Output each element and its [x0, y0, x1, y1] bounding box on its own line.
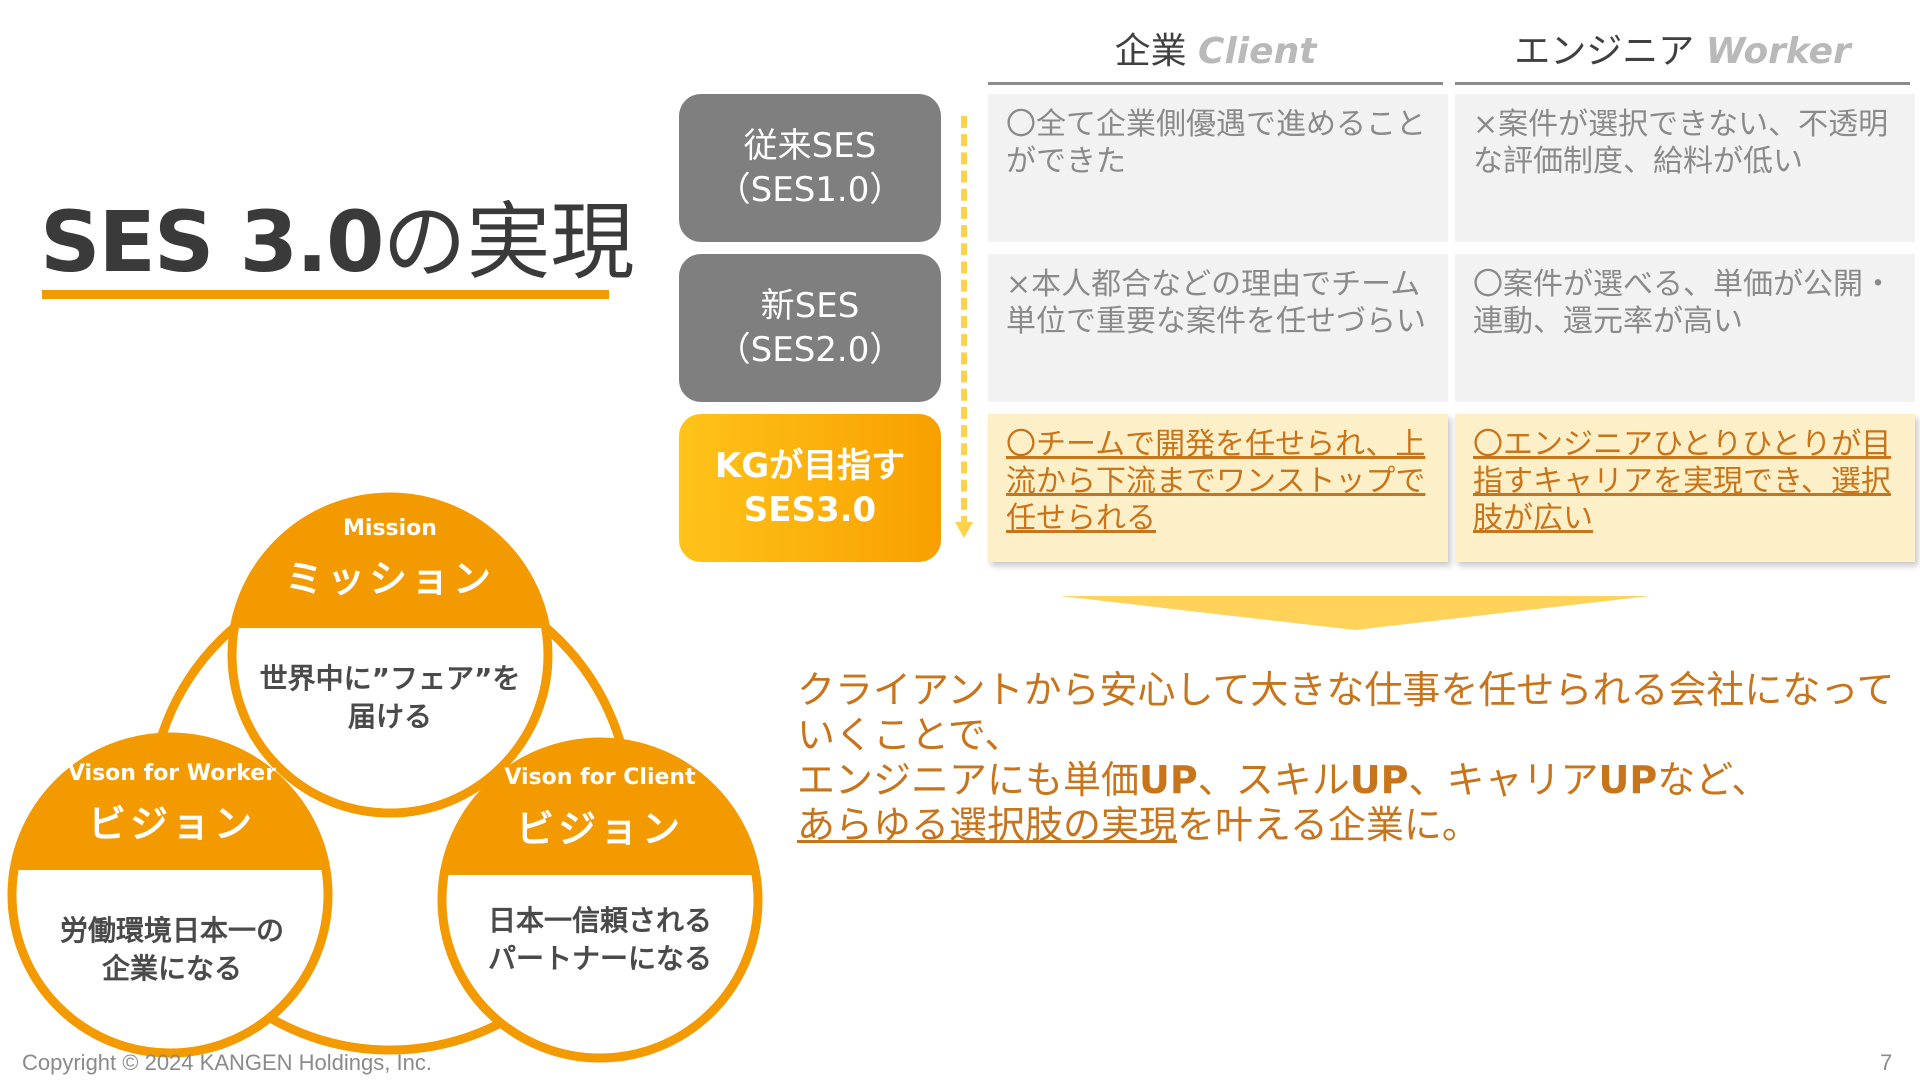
cell-ses3-worker: 〇エンジニアひとりひとりが目指すキャリアを実現でき、選択肢が広い: [1455, 414, 1915, 562]
page-number: 7: [1880, 1050, 1893, 1075]
mission-jp-label: ミッション: [285, 557, 495, 601]
column-divider-worker: [1455, 82, 1910, 85]
vision-client-jp-label: ビジョン: [516, 807, 684, 851]
mission-body-line1: 世界中に”フェア”を: [260, 662, 521, 695]
page-title: SES 3.0の実現: [40, 193, 635, 291]
vision-worker-en-label: Vison for Worker: [68, 761, 276, 786]
title-underline: [42, 290, 609, 299]
cell-ses2-worker: 〇案件が選べる、単価が公開・連動、還元率が高い: [1455, 254, 1915, 402]
mission-body-line2: 届ける: [348, 700, 432, 733]
arrow-down-icon: [955, 522, 973, 538]
mission-en-label: Mission: [343, 516, 437, 541]
column-header-client: 企業 Client: [1114, 31, 1317, 72]
cell-ses1-client: 〇全て企業側優遇で進めることができた: [988, 94, 1448, 242]
vision-worker-jp-label: ビジョン: [88, 802, 256, 846]
vision-client-body-line2: パートナーになる: [488, 942, 712, 975]
progress-dashed-line: [961, 116, 967, 528]
column-divider-client: [988, 82, 1443, 85]
mission-vision-diagram: Mission ミッション 世界中に”フェア”を 届ける Vison for W…: [7, 492, 763, 1063]
cell-ses2-client: ×本人都合などの理由でチーム単位で重要な案件を任せづらい: [988, 254, 1448, 402]
chevron-down-icon: [1060, 596, 1650, 630]
row-label-ses2: 新SES （SES2.0）: [679, 254, 941, 402]
row-label-ses3: KGが目指す SES3.0: [679, 414, 941, 562]
vision-client-body-line1: 日本一信頼される: [488, 904, 712, 937]
vision-worker-body-line1: 労働環境日本一の: [60, 914, 284, 947]
vision-client-en-label: Vison for Client: [504, 765, 696, 790]
column-header-worker: エンジニア Worker: [1514, 31, 1851, 72]
vision-worker-body-line2: 企業になる: [102, 952, 242, 985]
mission-circle: Mission ミッション 世界中に”フェア”を 届ける: [227, 492, 553, 818]
cell-ses3-client: 〇チームで開発を任せられ、上流から下流までワンストップで任せられる: [988, 414, 1448, 562]
copyright-text: Copyright © 2024 KANGEN Holdings, Inc.: [22, 1050, 432, 1075]
summary-statement: クライアントから安心して大きな仕事を任せられる会社になっていくことで、 エンジニ…: [797, 668, 1895, 847]
cell-ses1-worker: ×案件が選択できない、不透明な評価制度、給料が低い: [1455, 94, 1915, 242]
row-label-ses1: 従来SES （SES1.0）: [679, 94, 941, 242]
